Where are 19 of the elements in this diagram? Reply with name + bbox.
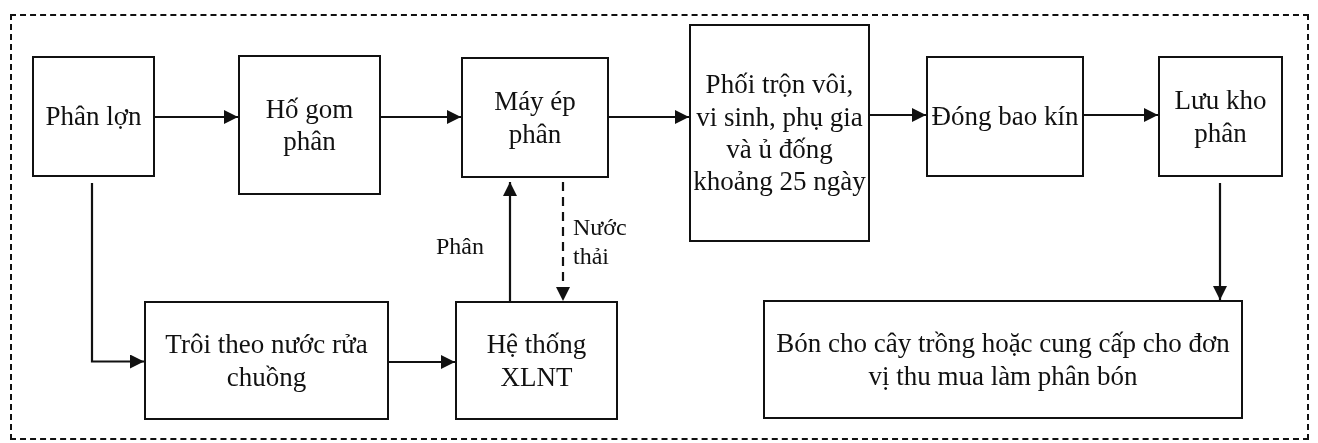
arrow (381, 110, 461, 124)
arrow (90, 183, 144, 369)
arrow (1213, 183, 1227, 300)
arrow (503, 182, 517, 301)
arrow (556, 182, 570, 301)
process-box: Máy ép phân (461, 57, 609, 178)
arrow (155, 110, 238, 124)
process-box: Đóng bao kín (926, 56, 1084, 177)
process-box: Phối trộn vôi, vi sinh, phụ gia và ủ đống khoảng 25 ngày (689, 24, 870, 242)
process-box: Bón cho cây trồng hoặc cung cấp cho đơn vị thu mua làm phân bón (763, 300, 1243, 419)
process-box: Trôi theo nước rửa chuồng (144, 301, 389, 420)
arrow (609, 110, 689, 124)
arrow (1084, 108, 1158, 122)
process-box: Hệ thống XLNT (455, 301, 618, 420)
arrow (870, 108, 926, 122)
process-box: Hố gom phân (238, 55, 381, 195)
process-box: Phân lợn (32, 56, 155, 177)
arrow (389, 355, 455, 369)
process-box: Lưu kho phân (1158, 56, 1283, 177)
